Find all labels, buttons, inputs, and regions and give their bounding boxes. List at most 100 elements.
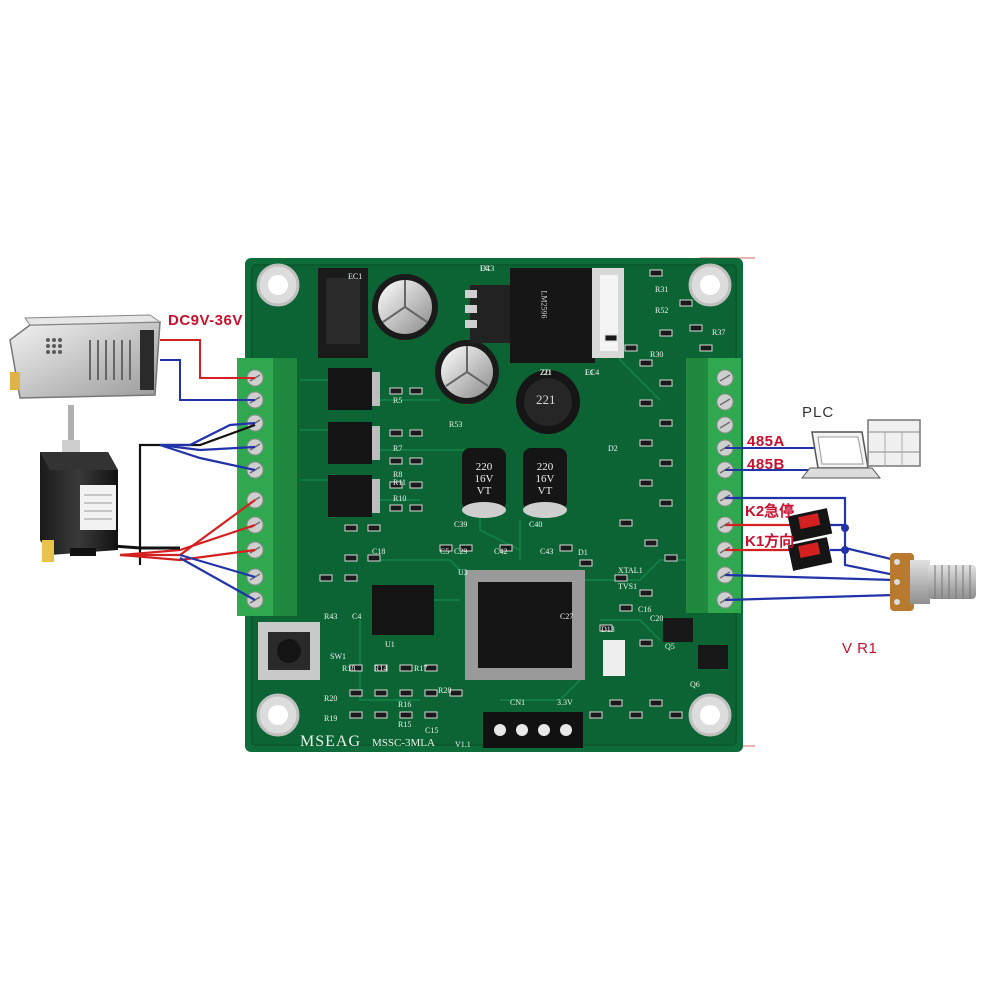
inductor [516,370,580,434]
smd-resistor [399,664,413,672]
smd-resistor [344,574,358,582]
smd-resistor [409,387,423,395]
smd-resistor [659,499,673,507]
silkscreen-designator: R30 [650,350,664,359]
smd-resistor [619,519,633,527]
smd-resistor [409,504,423,512]
smd-resistor [664,554,678,562]
silkscreen-designator: EC3 [480,264,495,273]
silkscreen-designator: R53 [449,420,463,429]
capacitor-right-line: VT [537,485,553,497]
silkscreen-designator: CN1 [510,698,526,707]
smd-resistor [409,429,423,437]
smd-resistor [399,711,413,719]
smd-resistor [367,554,381,562]
silkscreen-designator: L1 [585,368,594,377]
silkscreen-designator: SW1 [330,652,346,661]
regulator-marking: LM2596 [539,290,549,319]
smd-resistor [559,544,573,552]
silkscreen-designator: Q6 [690,680,700,689]
silkscreen-designator: XTAL1 [618,566,643,575]
screw-slot [719,374,731,382]
capacitor-right [523,448,567,518]
board-model: MSSC-3MLA [372,737,435,749]
header-cn1 [483,712,583,748]
motor-wires [99,421,256,601]
smd-resistor [659,329,673,337]
screw-slot [719,398,731,406]
smd-resistor [699,344,713,352]
capacitor-left-line: 220 [475,461,493,473]
silkscreen-designator: C18 [372,547,386,556]
rs485-b-label: 485B [747,456,785,473]
smd-resistor [649,699,663,707]
capacitor-left-line: 16V [474,473,494,485]
smd-resistor [344,554,358,562]
board-version: V1.1 [455,740,471,749]
capacitor-left [462,448,506,518]
smd-resistor [319,574,333,582]
silkscreen-designator: R43 [324,612,338,621]
smd-resistor [374,689,388,697]
smd-resistor [459,544,473,552]
silkscreen-designator: 221 [540,368,552,377]
smd-resistor [389,504,403,512]
smd-resistor [424,711,438,719]
silkscreen-designator: U3 [458,568,468,577]
board-brand: MSEAG [300,733,362,750]
silkscreen-designator: R15 [398,720,412,729]
smd-resistor [604,334,618,342]
smd-resistor [659,419,673,427]
silkscreen-designator: R28 [438,686,452,695]
smd-resistor [629,711,643,719]
smd-resistor [389,457,403,465]
capacitor-left-line: VT [476,485,492,497]
silkscreen-designator: TVS1 [618,582,638,591]
power-supply-image [9,314,162,399]
silkscreen-designator: EC4 [585,368,600,377]
silkscreen-designator: U4 [480,264,490,273]
smd-resistor [639,439,653,447]
silkscreen-designator: D13 [601,625,615,634]
k2-switch-label: K2急停 [745,503,795,520]
capacitor-right-line: 16V [535,473,555,485]
driver-chip-u1 [372,585,434,635]
silkscreen-designator: 3.3V [557,698,573,707]
screw-slot [719,421,731,429]
smd-resistor [349,664,363,672]
silkscreen-designator: C43 [540,547,554,556]
silkscreen-designator: R11 [393,478,407,487]
silkscreen-designator: C29 [454,547,468,556]
silkscreen-designator: C16 [638,605,652,614]
silkscreen-designator: R7 [393,444,403,453]
smd-resistor [679,299,693,307]
pcb-board [245,258,743,752]
potentiometer-vr1 [890,553,976,611]
smd-resistor [599,624,613,632]
capacitor-right-line: 220 [536,461,554,473]
silkscreen-designator: R5 [393,396,403,405]
smd-resistor [579,559,593,567]
silkscreen-designator: R14 [374,664,388,673]
voltage-regulator [465,268,624,363]
smd-resistor [639,479,653,487]
smd-resistor [389,481,403,489]
inductor-value: 221 [536,392,556,407]
power-supply-voltage-label: DC9V-36V [168,312,243,329]
rs485-wires [725,447,820,471]
smd-resistor [367,524,381,532]
electrolytic-capacitor-mid [435,340,499,404]
smd-resistor [409,457,423,465]
electrolytic-capacitor-top [372,274,438,340]
silkscreen-designator: D2 [608,444,618,453]
plc-module-icon [867,419,921,467]
plc-label: PLC [802,404,835,421]
smd-resistor [374,664,388,672]
smd-resistor [624,344,638,352]
k1-rocker-switch [787,537,833,571]
smd-resistor [589,711,603,719]
smd-resistor [349,689,363,697]
silkscreen-designator: ZD [540,368,551,377]
